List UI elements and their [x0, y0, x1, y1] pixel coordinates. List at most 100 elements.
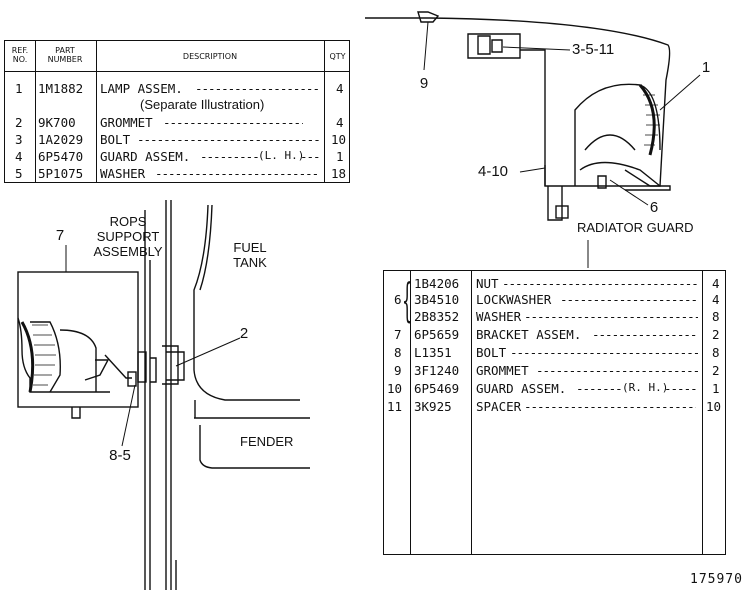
part-number: 5P1075	[38, 166, 84, 181]
ref-no: 8	[394, 345, 402, 360]
qty: 2	[712, 327, 720, 342]
ref-no: 10	[387, 381, 403, 396]
description: GROMMET	[476, 363, 529, 378]
description: SPACER	[476, 399, 522, 414]
callout-4-10: 4-10	[478, 163, 509, 180]
qty: 10	[331, 132, 347, 147]
drawing-number: 175970	[690, 572, 743, 587]
header-description: DESCRIPTION	[182, 52, 238, 61]
leader-dashes: ----------------------------------------…	[524, 399, 696, 414]
bracket-group: {	[402, 273, 413, 327]
leader-dashes: ------------	[576, 381, 622, 396]
column-divider	[410, 271, 411, 554]
side-note: (L. H.)	[258, 149, 305, 162]
fender-label: FENDER	[240, 434, 294, 449]
qty: 4	[712, 276, 720, 291]
column-divider	[471, 271, 472, 554]
header-ref: REF. NO.	[11, 46, 29, 64]
description: NUT	[476, 276, 499, 291]
side-note: (R. H.)	[622, 381, 669, 394]
table-row: 4 6P5470 GUARD ASSEM. ---------------- (…	[5, 149, 349, 167]
qty: 18	[331, 166, 347, 181]
qty: 4	[336, 115, 344, 130]
table-row: 1B4206 NUT -----------------------------…	[384, 276, 725, 294]
column-divider	[324, 41, 325, 182]
description: BOLT	[100, 132, 131, 147]
table-row: 2B8352 WASHER --------------------------…	[384, 309, 725, 327]
rops-frame-lines	[144, 200, 310, 590]
qty: 4	[336, 81, 344, 96]
fuel-tank-label: FUEL TANK	[233, 240, 267, 270]
part-number: 3K925	[414, 399, 452, 414]
description: GUARD ASSEM.	[476, 381, 567, 396]
leader-dashes: ----------------------------------------…	[536, 363, 698, 378]
qty: 8	[712, 345, 720, 360]
qty: 10	[706, 399, 722, 414]
description: LAMP ASSEM.	[100, 81, 183, 96]
ref-no: 4	[15, 149, 23, 164]
radiator-guard-label: RADIATOR GUARD	[577, 220, 694, 235]
callout-8-5: 8-5	[109, 447, 131, 464]
part-number: 1A2029	[38, 132, 84, 147]
description: GUARD ASSEM.	[100, 149, 191, 164]
leader-dashes: ----------------------------	[592, 327, 698, 342]
lamp-right-drawing	[365, 11, 671, 221]
parts-table-top: REF. NO. PART NUMBER DESCRIPTION QTY 1 1…	[4, 40, 350, 183]
description: WASHER	[476, 309, 522, 324]
table-row: 8 L1351 BOLT ---------------------------…	[384, 345, 725, 363]
description: LOCKWASHER	[476, 292, 552, 307]
table-row: 1 1M1882 LAMP ASSEM. -------------------…	[5, 81, 349, 99]
callout-3-5-11: 3-5-11	[572, 41, 615, 58]
qty: 4	[712, 292, 720, 307]
part-number: 6P5469	[414, 381, 460, 396]
leader-lines	[65, 21, 701, 447]
callout-9: 9	[419, 75, 429, 92]
ref-no: 2	[15, 115, 23, 130]
column-divider	[702, 271, 703, 554]
ref-no: 3	[15, 132, 23, 147]
part-number: 6P5659	[414, 327, 460, 342]
table-row: (Separate Illustration)	[5, 97, 349, 115]
header-part-number: PART NUMBER	[47, 46, 83, 64]
header-divider	[5, 71, 349, 72]
qty: 1	[336, 149, 344, 164]
leader-dashes: ----------------------------------------…	[524, 309, 698, 324]
table-row: 11 3K925 SPACER ------------------------…	[384, 399, 725, 417]
part-number: 6P5470	[38, 149, 84, 164]
leader-dashes: ----------------	[200, 149, 258, 164]
parts-table-bottom: { 1B4206 NUT ---------------------------…	[383, 270, 726, 555]
rops-label: ROPS SUPPORT ASSEMBLY	[93, 214, 163, 259]
table-row: 5 5P1075 WASHER ------------------------…	[5, 166, 349, 184]
column-divider	[35, 41, 36, 182]
part-number: 9K700	[38, 115, 76, 130]
ref-no: 11	[387, 399, 403, 414]
ref-no: 7	[394, 327, 402, 342]
leader-dashes: ------------------------------------	[560, 292, 698, 307]
ref-no: 5	[15, 166, 23, 181]
callout-7: 7	[55, 227, 65, 244]
ref-no: 1	[15, 81, 23, 96]
table-row: 7 6P5659 BRACKET ASSEM. ----------------…	[384, 327, 725, 345]
callout-1: 1	[701, 59, 711, 76]
description-note: (Separate Illustration)	[140, 97, 265, 112]
description: GROMMET	[100, 115, 153, 130]
leader-dashes: ------------------------------------	[163, 115, 303, 130]
lamp-left-drawing	[17, 271, 157, 419]
callout-2: 2	[239, 325, 249, 342]
description: BOLT	[476, 345, 507, 360]
qty: 8	[712, 309, 720, 324]
ref-no: 9	[394, 363, 402, 378]
leader-dashes: ----------------------------------------…	[137, 132, 319, 147]
part-number: 1M1882	[38, 81, 84, 96]
part-number: 3B4510	[414, 292, 460, 307]
table-row: 3 1A2029 BOLT --------------------------…	[5, 132, 349, 150]
leader-dashes: ----------------------------------------…	[502, 276, 698, 291]
leader-dashes: ----------------------------------------…	[510, 345, 698, 360]
table-row: 10 6P5469 GUARD ASSEM. ------------ (R. …	[384, 381, 725, 399]
part-number: L1351	[414, 345, 452, 360]
part-number: 3F1240	[414, 363, 460, 378]
column-divider	[96, 41, 97, 182]
table-row: 9 3F1240 GROMMET -----------------------…	[384, 363, 725, 381]
qty: 2	[712, 363, 720, 378]
